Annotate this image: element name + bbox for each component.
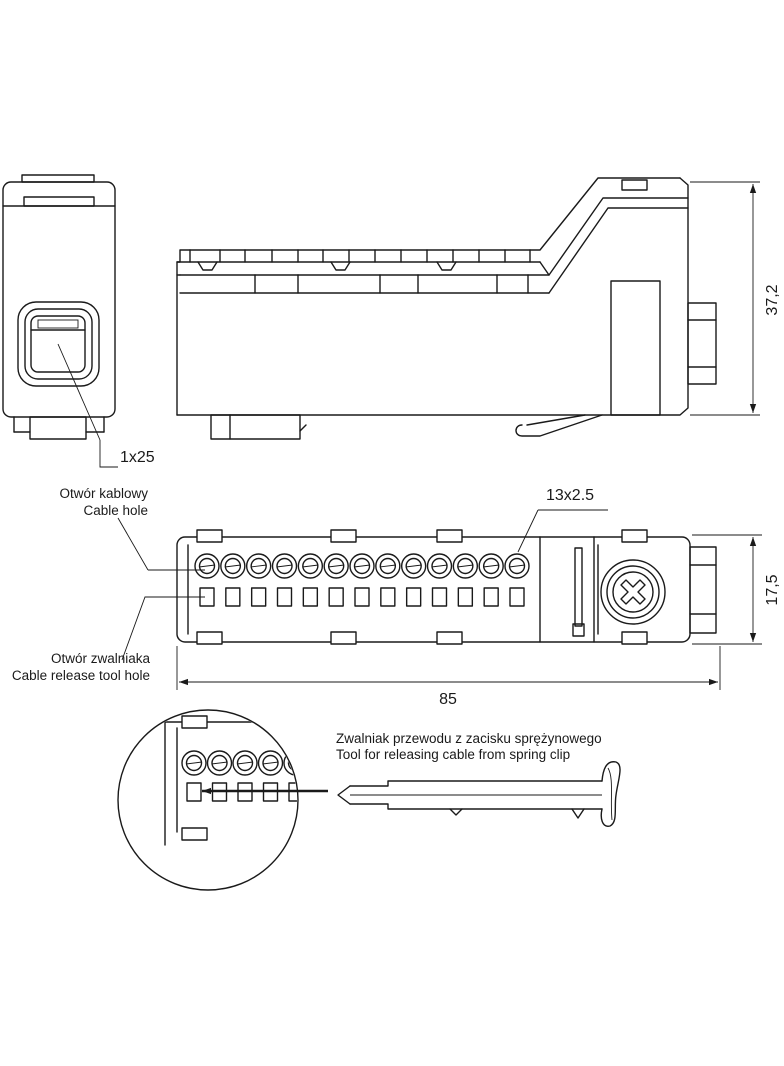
terminal-hole xyxy=(271,553,298,607)
tool-label-pl: Zwalniak przewodu z zacisku sprężynowego xyxy=(336,731,602,746)
main-cable-hole-outer xyxy=(17,301,100,387)
terminal-hole xyxy=(426,553,453,607)
end-view: 1x25 xyxy=(2,174,155,468)
side-top-teeth xyxy=(189,249,531,294)
terminal-hole xyxy=(504,553,530,607)
terminal-hole xyxy=(375,553,401,607)
clamp-screw-icon xyxy=(600,559,666,625)
tool-label-en: Tool for releasing cable from spring cli… xyxy=(336,747,570,762)
zoom-terminal-row xyxy=(181,750,297,802)
height-dimension: 37,2 xyxy=(764,284,781,315)
terminal-hole xyxy=(194,553,220,607)
terminal-hole xyxy=(232,750,258,802)
side-view: 37,2 xyxy=(176,177,781,440)
top-clip xyxy=(196,529,223,543)
small-holes-label: 13x2.5 xyxy=(546,487,594,504)
length-dimension: 85 xyxy=(439,691,457,708)
terminal-hole xyxy=(245,553,272,607)
terminal-hole xyxy=(257,750,284,802)
cable-hole-label-pl: Otwór kablowy xyxy=(59,486,148,501)
cable-hole-label-en: Cable hole xyxy=(83,503,148,518)
terminal-hole xyxy=(478,553,504,607)
main-hole-label: 1x25 xyxy=(120,449,155,466)
terminal-hole xyxy=(206,750,233,802)
terminal-hole xyxy=(400,553,427,607)
terminal-hole xyxy=(297,553,324,607)
terminal-hole xyxy=(349,553,375,607)
terminal-hole xyxy=(323,553,349,607)
side-label-window xyxy=(610,280,661,416)
top-view: 13x2.5 Otwór kablowy Cable hole Otwór zw… xyxy=(12,486,781,708)
side-connector xyxy=(687,302,717,385)
width-dimension: 17,5 xyxy=(764,574,781,605)
terminal-hole xyxy=(181,750,207,802)
main-cable-hole xyxy=(30,315,86,373)
release-tool: Zwalniak przewodu z zacisku sprężynowego… xyxy=(336,731,621,827)
terminal-hole xyxy=(220,553,246,607)
terminal-row xyxy=(194,553,530,607)
release-hole-label-en: Cable release tool hole xyxy=(12,668,150,683)
terminal-hole xyxy=(452,553,479,607)
release-hole-label-pl: Otwór zwalniaka xyxy=(51,651,151,666)
detail-zoom xyxy=(117,709,328,891)
